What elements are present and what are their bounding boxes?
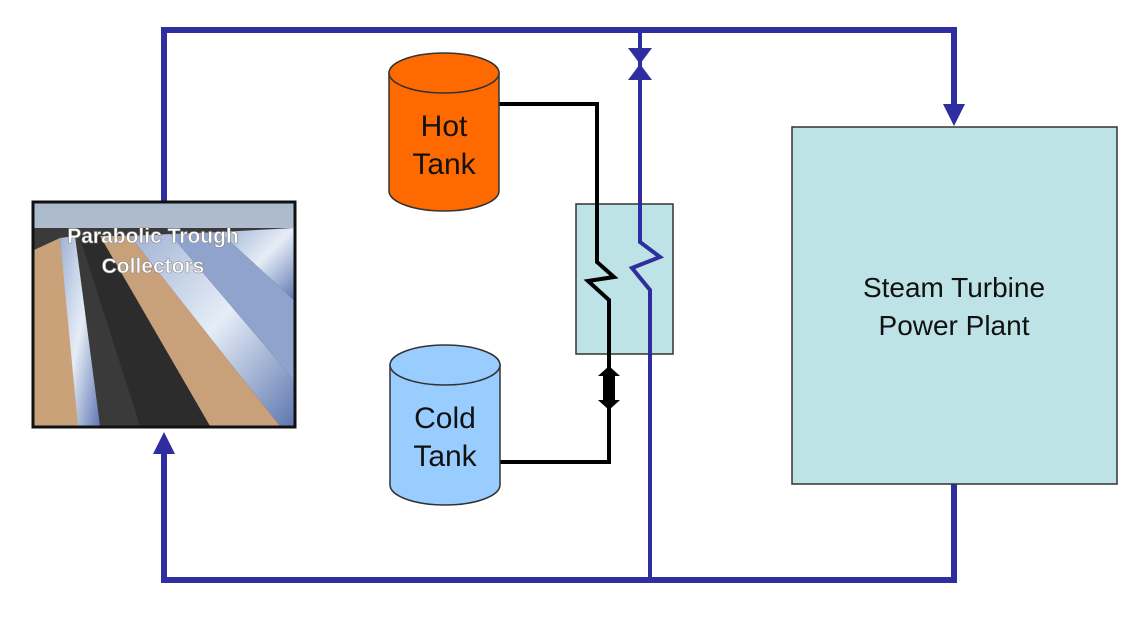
power-plant-label-line2: Power Plant (879, 310, 1030, 341)
valve-icon (628, 48, 652, 80)
power-plant-box (791, 126, 1118, 485)
pump-icon (598, 366, 620, 410)
hot-tank (388, 52, 500, 212)
htf-coil (628, 204, 665, 354)
cold-tank (389, 344, 501, 506)
cold-tank-label-line1: Cold (414, 402, 476, 435)
htf-pipe-bottom-loop (161, 452, 957, 583)
cold-tank-label-line2: Tank (413, 440, 477, 473)
salt-pipe-cold (499, 354, 611, 464)
collectors-label-line1: Parabolic Trough (67, 225, 239, 248)
hot-tank-label-line2: Tank (412, 148, 476, 181)
salt-pipe-hot (499, 102, 599, 204)
htf-pipe-top-loop (161, 27, 957, 201)
collectors-label-line2: Collectors (102, 255, 205, 278)
power-plant-label-line1: Steam Turbine (863, 272, 1045, 303)
arrow-up-to-collectors-icon (153, 432, 175, 454)
collectors-photo (34, 203, 294, 426)
collectors-frame (31, 200, 297, 429)
salt-coil (583, 204, 619, 354)
arrow-down-to-plant-icon (943, 104, 965, 126)
hot-tank-label-line1: Hot (421, 110, 468, 143)
